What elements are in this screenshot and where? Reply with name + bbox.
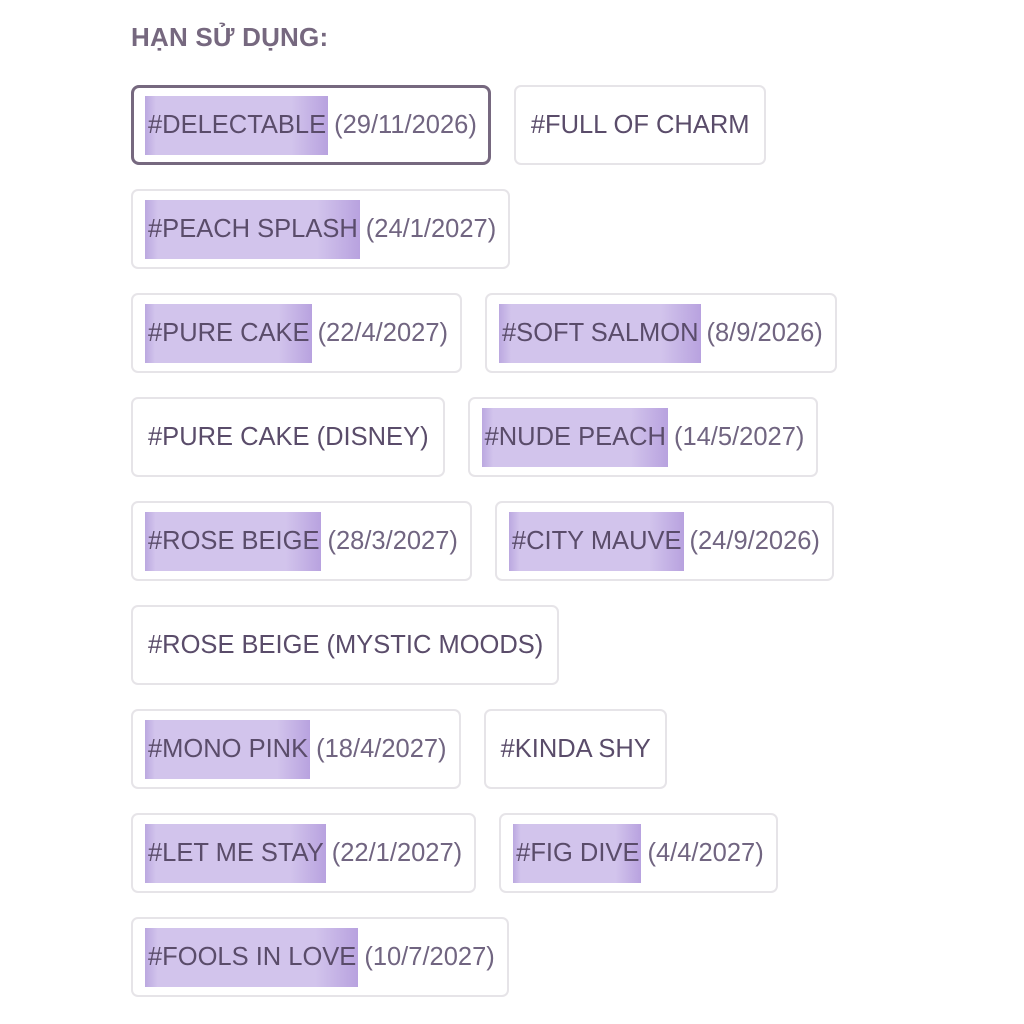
option-name: #NUDE PEACH bbox=[481, 407, 668, 467]
option-row: #PURE CAKE (DISNEY) #NUDE PEACH(14/5/2027… bbox=[131, 397, 837, 477]
option-date: (29/11/2026) bbox=[334, 110, 477, 139]
option-row: #LET ME STAY(22/1/2027) #FIG DIVE(4/4/202… bbox=[131, 813, 837, 893]
option-row: #DELECTABLE(29/11/2026) #FULL OF CHARM bbox=[131, 85, 837, 165]
option-row: #ROSE BEIGE (MYSTIC MOODS) bbox=[131, 605, 837, 685]
option-name: #LET ME STAY bbox=[145, 823, 326, 883]
expiry-option-button[interactable]: #PEACH SPLASH(24/1/2027) bbox=[131, 189, 511, 269]
option-date: (10/7/2027) bbox=[364, 942, 495, 971]
option-date: (4/4/2027) bbox=[647, 838, 764, 867]
option-date: (28/3/2027) bbox=[327, 526, 458, 555]
expiry-option-button[interactable]: #MONO PINK(18/4/2027) bbox=[131, 709, 461, 789]
option-date: (18/4/2027) bbox=[316, 734, 447, 763]
option-name: #FOOLS IN LOVE bbox=[145, 927, 359, 987]
option-name: #SOFT SALMON bbox=[499, 303, 701, 363]
option-date: (8/9/2026) bbox=[706, 318, 823, 347]
option-row: #FOOLS IN LOVE(10/7/2027) bbox=[131, 917, 837, 997]
option-date: (24/1/2027) bbox=[365, 214, 497, 243]
option-row: #MONO PINK(18/4/2027) #KINDA SHY bbox=[131, 709, 837, 789]
expiry-option-button[interactable]: #FOOLS IN LOVE(10/7/2027) bbox=[131, 917, 509, 997]
option-name: #ROSE BEIGE bbox=[145, 511, 322, 571]
expiry-options: #DELECTABLE(29/11/2026) #FULL OF CHARM #PE… bbox=[131, 85, 837, 1021]
expiry-option-button[interactable]: #DELECTABLE(29/11/2026) bbox=[131, 85, 491, 165]
expiry-option-button[interactable]: #FIG DIVE(4/4/2027) bbox=[499, 813, 778, 893]
expiry-option-button[interactable]: #SOFT SALMON(8/9/2026) bbox=[485, 293, 837, 373]
option-date: (14/5/2027) bbox=[673, 422, 805, 451]
option-name: #PURE CAKE bbox=[145, 303, 312, 363]
expiry-option-button[interactable]: #PURE CAKE(22/4/2027) bbox=[131, 293, 462, 373]
expiry-option-button[interactable]: #ROSE BEIGE(28/3/2027) bbox=[131, 501, 472, 581]
expiry-option-button[interactable]: #PURE CAKE (DISNEY) bbox=[131, 397, 445, 477]
option-name: #FULL OF CHARM bbox=[530, 110, 750, 139]
expiry-option-button[interactable]: #ROSE BEIGE (MYSTIC MOODS) bbox=[131, 605, 560, 685]
option-row: #PEACH SPLASH(24/1/2027) bbox=[131, 189, 837, 269]
expiry-option-button[interactable]: #NUDE PEACH(14/5/2027) bbox=[467, 397, 819, 477]
option-date: (24/9/2026) bbox=[689, 526, 820, 555]
option-name: #MONO PINK bbox=[145, 719, 311, 779]
expiry-option-button[interactable]: #LET ME STAY(22/1/2027) bbox=[131, 813, 477, 893]
section-title: HẠN SỬ DỤNG: bbox=[131, 22, 329, 52]
option-name: #KINDA SHY bbox=[500, 734, 651, 763]
option-name: #PEACH SPLASH bbox=[145, 199, 360, 259]
option-name: #DELECTABLE bbox=[145, 95, 329, 155]
option-row: #PURE CAKE(22/4/2027) #SOFT SALMON(8/9/20… bbox=[131, 293, 837, 373]
expiry-option-button[interactable]: #KINDA SHY bbox=[483, 709, 667, 789]
option-name: #PURE CAKE (DISNEY) bbox=[148, 422, 429, 451]
expiry-option-button[interactable]: #CITY MAUVE(24/9/2026) bbox=[494, 501, 834, 581]
option-name: #FIG DIVE bbox=[513, 823, 642, 883]
option-name: #ROSE BEIGE (MYSTIC MOODS) bbox=[148, 630, 544, 659]
option-name: #CITY MAUVE bbox=[508, 511, 684, 571]
option-row: #ROSE BEIGE(28/3/2027) #CITY MAUVE(24/9/2… bbox=[131, 501, 837, 581]
option-date: (22/1/2027) bbox=[331, 838, 463, 867]
option-date: (22/4/2027) bbox=[317, 318, 448, 347]
expiry-option-button[interactable]: #FULL OF CHARM bbox=[513, 85, 766, 165]
